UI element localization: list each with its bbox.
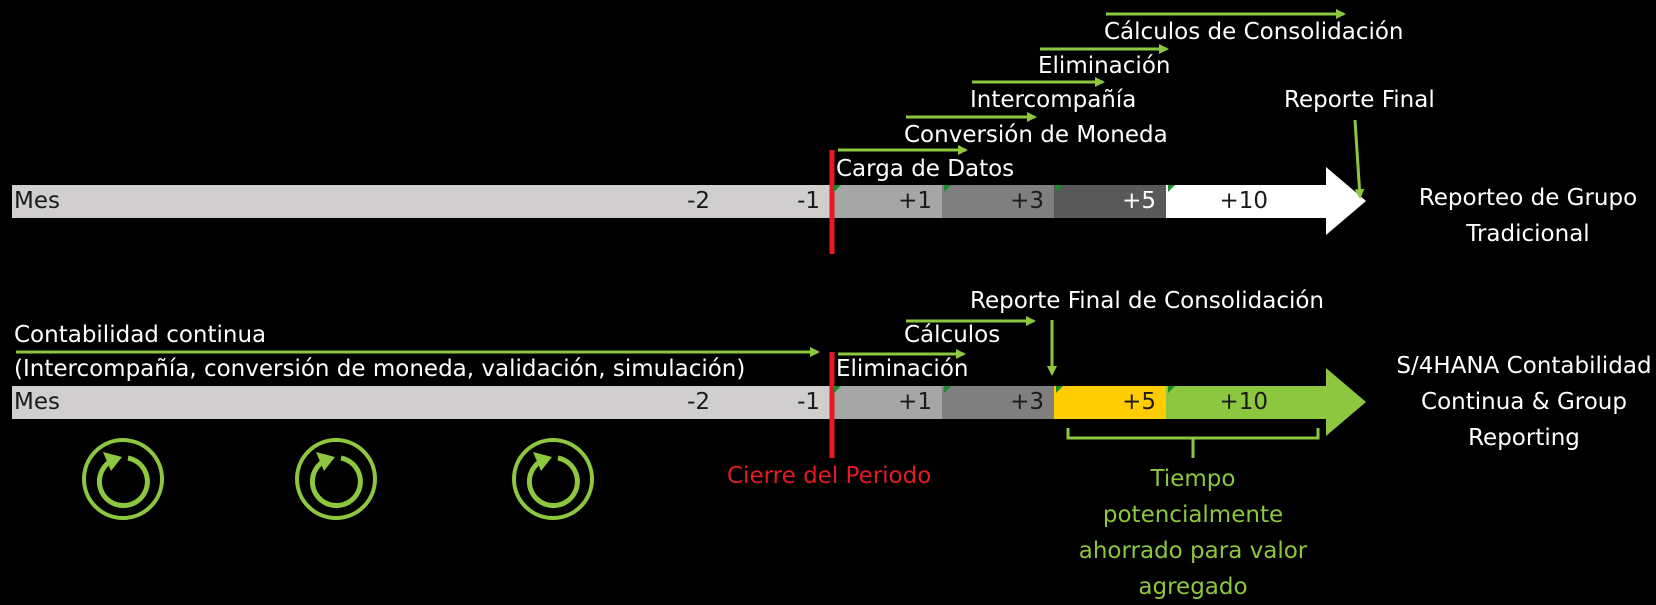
top-final-report-label: Reporte Final — [1284, 87, 1435, 113]
segment-marker — [834, 185, 841, 192]
bottom-tick-plus10: +10 — [1219, 389, 1268, 415]
step-calculos-consolidacion: Cálculos de Consolidación — [1104, 19, 1404, 45]
top-segment-plus10 — [1166, 185, 1278, 218]
continuous-accounting-detail: (Intercompañía, conversión de moneda, va… — [14, 356, 746, 382]
bottom-segment-plus10 — [1166, 386, 1278, 419]
top-tick-plus5: +5 — [1122, 188, 1156, 214]
bottom-tick-minus1: -1 — [797, 389, 820, 415]
refresh-icon — [512, 438, 594, 520]
top-segment-month — [12, 185, 830, 218]
segment-marker — [1168, 386, 1175, 393]
top-tick-minus1: -1 — [797, 188, 820, 214]
period-close-label: Cierre del Periodo — [727, 463, 932, 489]
top-month-label: Mes — [14, 188, 60, 214]
bottom-tick-plus1: +1 — [898, 389, 932, 415]
savings-bracket — [1066, 428, 1320, 458]
bottom-arrow-head — [1278, 368, 1366, 436]
bottom-segment-plus1 — [830, 386, 942, 419]
top-segment-plus3 — [942, 185, 1054, 218]
bottom-timeline-bar — [12, 368, 1366, 436]
top-segment-plus1 — [830, 185, 942, 218]
top-step-arrows — [838, 9, 1365, 199]
step-intercompania: Intercompañía — [970, 87, 1137, 113]
top-timeline-bar — [12, 167, 1366, 235]
time-saved-label: Tiempo potencialmente ahorrado para valo… — [1078, 466, 1308, 600]
bottom-row-title: S/4HANA Contabilidad Continua & Group Re… — [1396, 353, 1652, 451]
segment-marker — [1168, 185, 1175, 192]
top-tick-plus1: +1 — [898, 188, 932, 214]
bottom-tick-plus3: +3 — [1010, 389, 1044, 415]
arrow-reporte-final — [1353, 119, 1365, 199]
bottom-step-eliminacion: Eliminación — [836, 356, 969, 382]
top-tick-plus10: +10 — [1219, 188, 1268, 214]
bottom-final-report-label: Reporte Final de Consolidación — [970, 288, 1325, 314]
segment-marker — [1056, 185, 1063, 192]
bottom-step-calculos: Cálculos — [904, 322, 1001, 348]
top-row-title: Reporteo de Grupo Tradicional — [1418, 185, 1638, 247]
bottom-segment-plus3 — [942, 386, 1054, 419]
step-eliminacion: Eliminación — [1038, 53, 1171, 79]
bottom-segment-month — [12, 386, 830, 419]
bottom-step-arrows — [16, 316, 1057, 376]
top-segment-plus5 — [1054, 185, 1166, 218]
bottom-segment-plus5 — [1054, 386, 1166, 419]
segment-marker — [834, 386, 841, 393]
segment-marker — [944, 185, 951, 192]
bottom-tick-minus2: -2 — [687, 389, 710, 415]
step-conversion-de-moneda: Conversión de Moneda — [904, 122, 1168, 148]
continuous-accounting-label: Contabilidad continua — [14, 322, 267, 348]
segment-marker — [944, 386, 951, 393]
bottom-month-label: Mes — [14, 389, 60, 415]
step-carga-de-datos: Carga de Datos — [836, 156, 1015, 182]
segment-marker — [1056, 386, 1063, 393]
bottom-tick-plus5: +5 — [1122, 389, 1156, 415]
refresh-icon — [295, 438, 377, 520]
refresh-icon — [82, 438, 164, 520]
top-arrow-head — [1278, 167, 1366, 235]
top-tick-minus2: -2 — [687, 188, 710, 214]
top-tick-plus3: +3 — [1010, 188, 1044, 214]
